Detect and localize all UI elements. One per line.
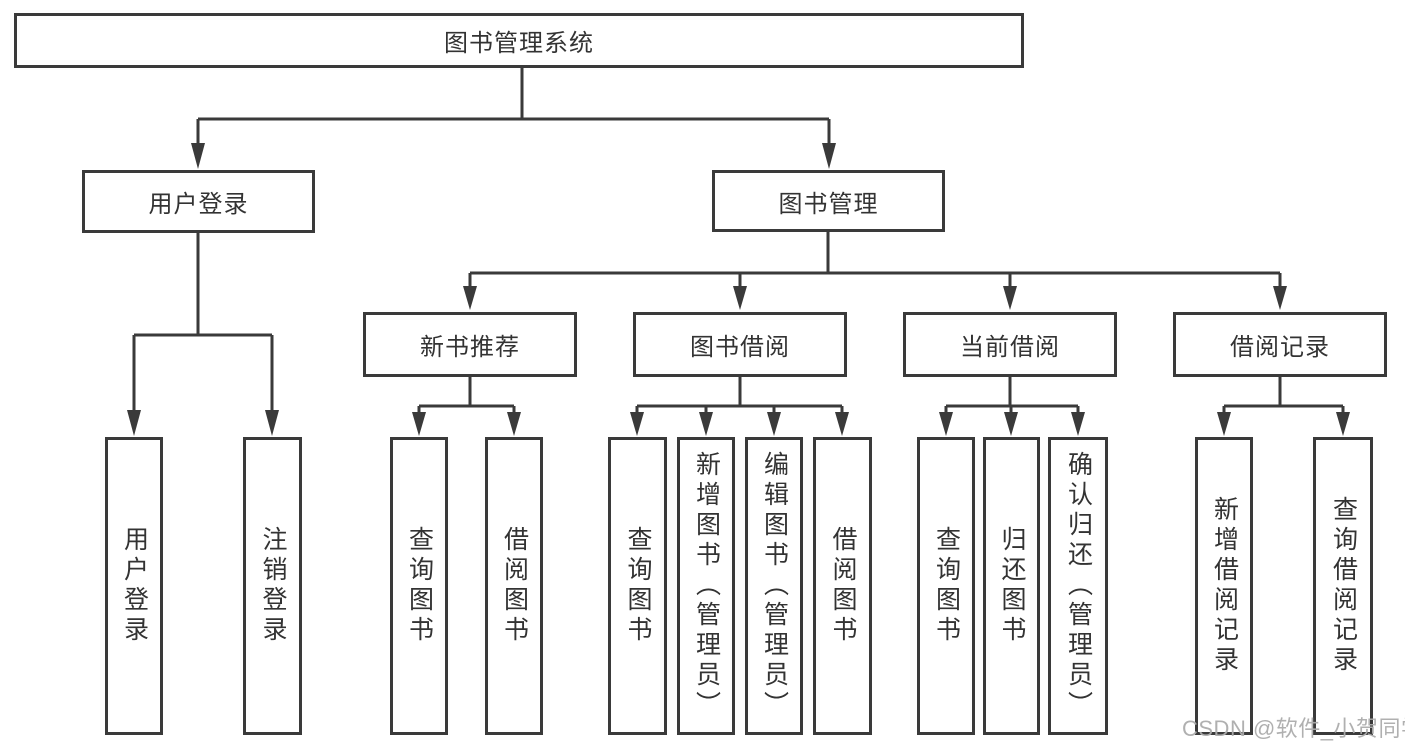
node-logout-action: 注销登录 [243,437,302,735]
node-current-borrowing: 当前借阅 [903,312,1117,377]
node-user-login-action: 用户登录 [105,437,163,735]
node-return-books: 归还图书 [983,437,1040,735]
node-recommend-query-books: 查询图书 [390,437,448,735]
node-borrowing-query-books: 查询图书 [608,437,667,735]
watermark: CSDN @软件_小贺同学 [1182,716,1405,741]
node-borrowing-borrow-books: 借阅图书 [813,437,872,735]
node-book-borrowing: 图书借阅 [633,312,847,377]
node-recommend-borrow-books: 借阅图书 [485,437,543,735]
node-book-management: 图书管理 [712,170,945,232]
node-borrowing-records: 借阅记录 [1173,312,1387,377]
node-add-borrow-record: 新增借阅记录 [1195,437,1253,735]
node-user-login: 用户登录 [82,170,315,233]
node-edit-books-admin: 编辑图书（管理员） [745,437,803,735]
node-current-query-books: 查询图书 [917,437,975,735]
node-confirm-return-admin: 确认归还（管理员） [1048,437,1108,735]
node-root: 图书管理系统 [14,13,1024,68]
node-query-borrow-record: 查询借阅记录 [1313,437,1373,735]
node-add-books-admin: 新增图书（管理员） [677,437,735,735]
node-new-book-recommendation: 新书推荐 [363,312,577,377]
